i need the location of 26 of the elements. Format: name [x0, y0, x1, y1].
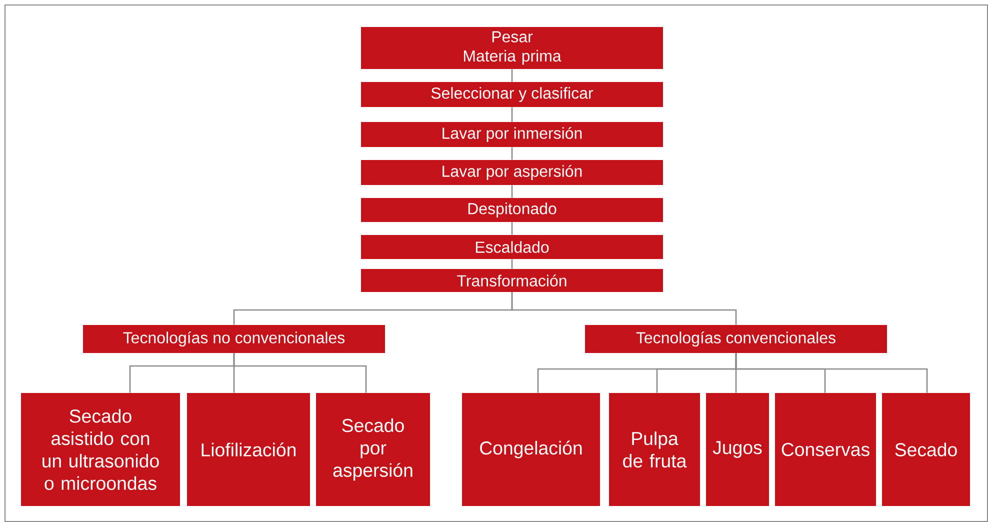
- product-box: Secado: [882, 393, 970, 506]
- connector-line: [511, 107, 513, 122]
- process-box: Seleccionar y clasificar: [361, 82, 663, 107]
- connector-line: [511, 222, 513, 235]
- product-box: Secado asistido con un ultrasonido o microondas: [21, 393, 180, 506]
- connector-line: [233, 353, 367, 393]
- process-box: Escaldado: [361, 235, 663, 259]
- process-box: Lavar por aspersión: [361, 160, 663, 185]
- product-box: Pulpa de fruta: [609, 393, 700, 506]
- product-box: Secado por aspersión: [316, 393, 430, 506]
- product-box: Conservas: [775, 393, 876, 506]
- connector-line: [511, 292, 737, 325]
- process-box: Despitonado: [361, 198, 663, 222]
- product-box: Congelación: [462, 393, 600, 506]
- product-box: Jugos: [706, 393, 769, 506]
- connector-line: [511, 147, 513, 160]
- process-box: Transformación: [361, 269, 663, 292]
- connector-line: [511, 259, 513, 269]
- process-box: Lavar por inmersión: [361, 122, 663, 147]
- product-box: Liofilización: [187, 393, 310, 506]
- connector-line: [735, 353, 928, 393]
- connector-line: [511, 185, 513, 198]
- process-box: Pesar Materia prima: [361, 27, 663, 69]
- connector-line: [511, 69, 513, 82]
- process-box: Tecnologías convencionales: [585, 325, 887, 353]
- process-box: Tecnologías no convencionales: [83, 325, 385, 353]
